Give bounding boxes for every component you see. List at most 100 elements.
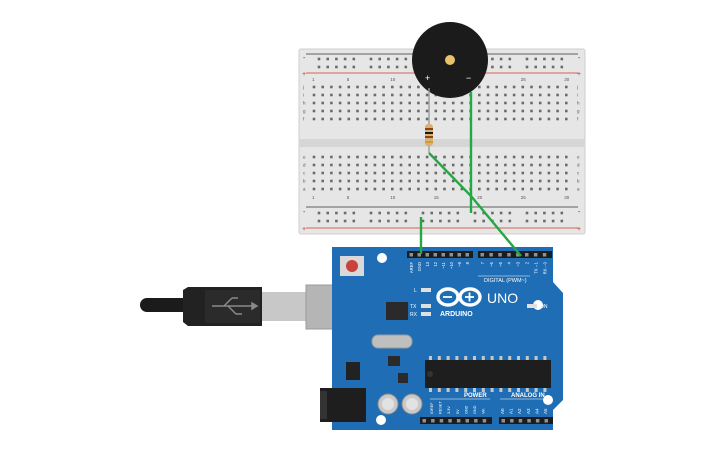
breadboard-hole[interactable] [321,171,324,175]
header-pin[interactable] [544,419,549,423]
breadboard-hole[interactable] [530,187,533,191]
breadboard-hole[interactable] [408,93,411,97]
breadboard-hole[interactable] [321,117,324,121]
breadboard-hole[interactable] [312,85,316,89]
breadboard-hole[interactable] [530,155,533,159]
breadboard-hole[interactable] [382,179,385,183]
breadboard-hole[interactable] [356,163,359,167]
rail-hole[interactable] [499,65,503,69]
breadboard-hole[interactable] [486,85,490,89]
analog-header[interactable] [499,417,553,424]
breadboard-hole[interactable] [486,179,490,183]
breadboard-hole[interactable] [321,109,324,113]
breadboard-hole[interactable] [495,117,498,121]
rail-hole[interactable] [343,57,347,61]
breadboard-hole[interactable] [399,187,403,191]
header-pin[interactable] [498,253,502,257]
breadboard-hole[interactable] [382,155,385,159]
breadboard-hole[interactable] [391,85,394,89]
breadboard-hole[interactable] [321,163,324,167]
breadboard-hole[interactable] [451,179,455,183]
breadboard-hole[interactable] [373,163,377,167]
breadboard-hole[interactable] [382,187,385,191]
breadboard-hole[interactable] [417,155,420,159]
breadboard-hole[interactable] [556,171,559,175]
breadboard-hole[interactable] [495,187,498,191]
breadboard-hole[interactable] [373,171,377,175]
breadboard-hole[interactable] [399,155,403,159]
breadboard-hole[interactable] [408,171,411,175]
breadboard-hole[interactable] [312,179,316,183]
breadboard-hole[interactable] [408,109,411,113]
rail-hole[interactable] [560,219,564,223]
header-pin[interactable] [433,253,438,257]
rail-hole[interactable] [456,211,460,215]
breadboard-hole[interactable] [312,93,316,97]
breadboard-hole[interactable] [512,163,516,167]
rail-hole[interactable] [499,219,503,223]
breadboard-hole[interactable] [338,85,342,89]
breadboard-hole[interactable] [356,117,359,121]
breadboard-hole[interactable] [330,187,333,191]
breadboard-hole[interactable] [478,187,481,191]
breadboard-hole[interactable] [382,117,385,121]
digital-header-low[interactable] [407,251,473,258]
rail-hole[interactable] [551,65,555,69]
rail-hole[interactable] [404,211,408,215]
rail-hole[interactable] [534,219,537,223]
breadboard-hole[interactable] [408,117,411,121]
breadboard-hole[interactable] [556,187,559,191]
breadboard-hole[interactable] [391,163,394,167]
breadboard-holes[interactable] [312,57,568,223]
rail-hole[interactable] [508,57,512,61]
breadboard-hole[interactable] [538,187,542,191]
breadboard-hole[interactable] [556,109,559,113]
header-pin[interactable] [474,419,478,423]
breadboard-hole[interactable] [486,93,490,97]
header-pin[interactable] [482,419,487,423]
breadboard-hole[interactable] [338,179,342,183]
rail-hole[interactable] [525,211,529,215]
rail-hole[interactable] [491,65,494,69]
breadboard-hole[interactable] [408,85,411,89]
breadboard-hole[interactable] [408,163,411,167]
breadboard-hole[interactable] [417,85,420,89]
breadboard-hole[interactable] [512,85,516,89]
header-pin[interactable] [409,253,414,257]
rail-hole[interactable] [551,211,555,215]
rail-hole[interactable] [395,211,399,215]
usb-cable[interactable] [140,284,361,330]
breadboard-hole[interactable] [486,101,490,105]
breadboard-hole[interactable] [565,101,568,105]
breadboard-hole[interactable] [391,93,394,97]
breadboard-hole[interactable] [417,179,420,183]
breadboard-hole[interactable] [486,117,490,121]
breadboard-hole[interactable] [391,101,394,105]
breadboard-hole[interactable] [425,101,429,105]
breadboard-hole[interactable] [512,93,516,97]
rail-hole[interactable] [387,219,390,223]
breadboard-hole[interactable] [486,171,490,175]
breadboard-hole[interactable] [391,179,394,183]
breadboard-hole[interactable] [364,171,368,175]
breadboard-hole[interactable] [364,93,368,97]
breadboard-hole[interactable] [399,179,403,183]
breadboard-hole[interactable] [364,155,368,159]
breadboard-hole[interactable] [399,109,403,113]
breadboard-hole[interactable] [434,163,438,167]
wires[interactable] [419,92,522,257]
breadboard-hole[interactable] [356,187,359,191]
breadboard-hole[interactable] [512,155,516,159]
header-pin[interactable] [525,253,529,257]
breadboard-hole[interactable] [504,171,507,175]
breadboard-hole[interactable] [512,109,516,113]
rail-hole[interactable] [395,219,399,223]
breadboard-hole[interactable] [451,187,455,191]
breadboard-hole[interactable] [347,163,351,167]
rail-hole[interactable] [326,219,329,223]
breadboard-hole[interactable] [364,179,368,183]
rail-hole[interactable] [543,57,546,61]
header-pin[interactable] [510,419,514,423]
rail-hole[interactable] [395,57,399,61]
breadboard-hole[interactable] [495,85,498,89]
